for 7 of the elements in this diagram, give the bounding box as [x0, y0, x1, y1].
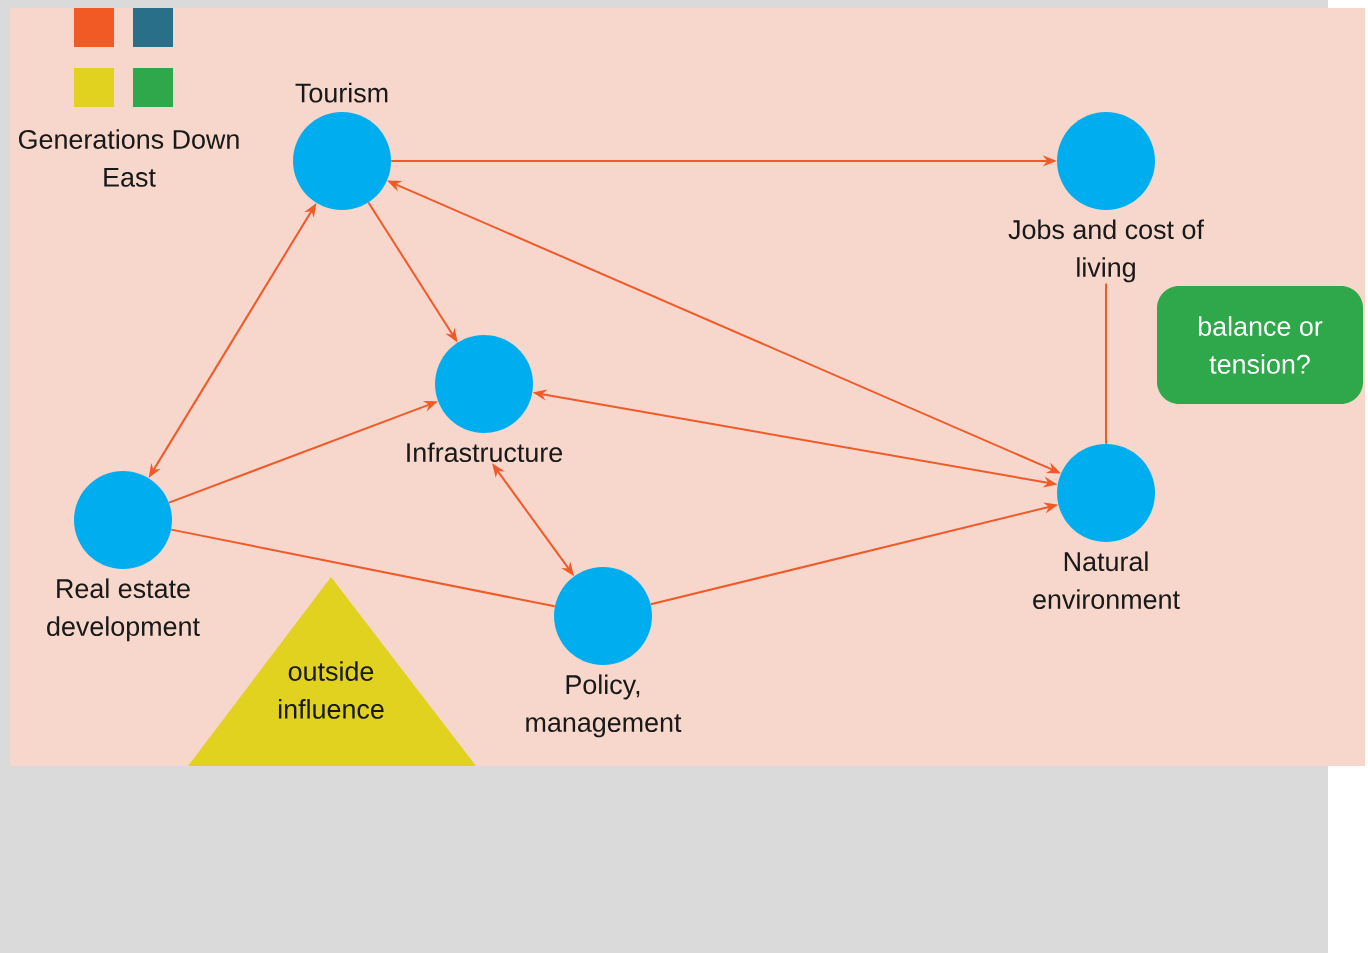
node-label: Infrastructure — [407, 442, 563, 463]
node-label: Policy, management — [526, 674, 682, 738]
node-label: Tourism — [295, 82, 388, 103]
node-label: Jobs and cost of living — [1008, 219, 1204, 283]
rounded-box: balance or tension? — [1157, 286, 1363, 404]
node-label: Natural environment — [1033, 551, 1180, 609]
legend-title: Generations Down East — [18, 129, 239, 187]
